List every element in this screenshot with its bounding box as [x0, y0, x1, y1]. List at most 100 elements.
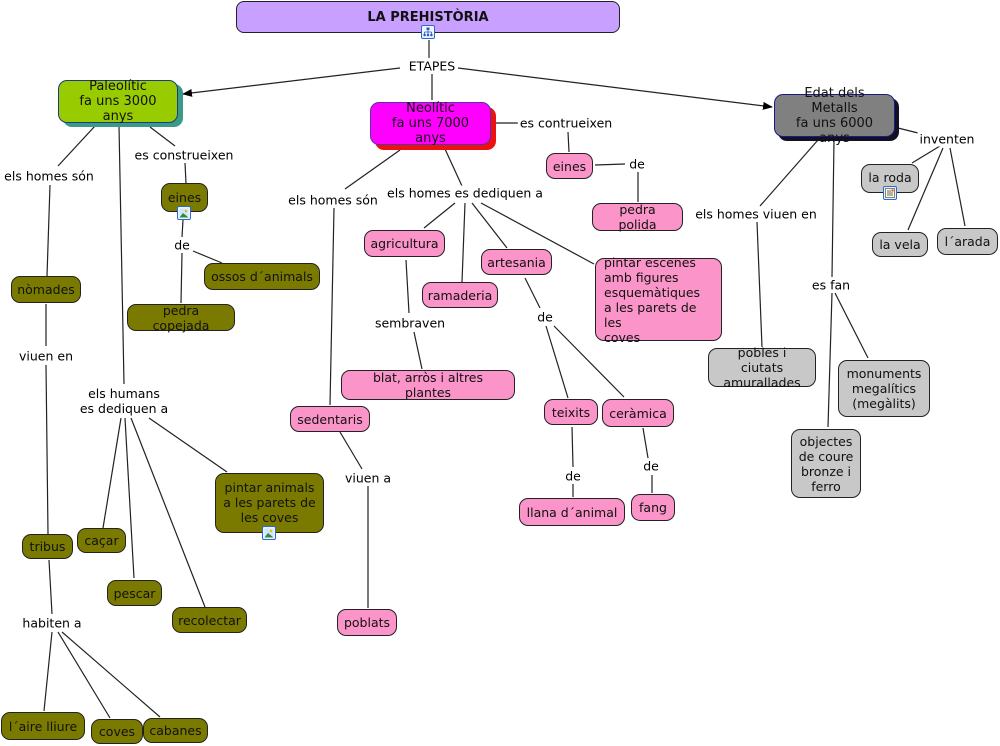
link-line	[444, 148, 463, 187]
link-label-paleo-humans-dediquen: els humans es dediquen a	[77, 386, 171, 416]
link-label-paleo-viuen-en: viuen en	[17, 348, 75, 364]
link-label-paleo-habiten: habiten a	[20, 615, 84, 631]
link-line	[43, 631, 53, 712]
node-p-cacar[interactable]: caçar	[77, 528, 126, 553]
node-p-pescar[interactable]: pescar	[107, 580, 162, 606]
link-label-metal-viuen-en: els homes viuen en	[693, 206, 819, 222]
link-line	[344, 149, 401, 190]
link-line	[48, 559, 53, 615]
link-line	[57, 631, 111, 719]
node-m-pobles[interactable]: pobles i ciutats amurallades	[708, 345, 816, 390]
link-line	[124, 417, 135, 579]
link-line	[461, 202, 466, 283]
image-icon[interactable]	[262, 526, 276, 540]
link-label-neo-viuen-a: viuen a	[342, 470, 394, 486]
node-n-pedra-polida[interactable]: pedra polida	[592, 202, 683, 232]
node-p-pintar-animals[interactable]: pintar animals a les parets de les coves	[215, 473, 324, 533]
link-line	[46, 184, 51, 277]
link-line	[567, 131, 570, 153]
node-p-recolectar[interactable]: recolectar	[172, 607, 247, 633]
link-line	[57, 125, 96, 167]
link-line	[907, 147, 944, 231]
title-text: LA PREHISTÒRIA	[367, 9, 489, 25]
node-n-agricultura[interactable]: agricultura	[364, 230, 445, 257]
link-line	[182, 67, 401, 97]
image-icon[interactable]	[177, 206, 191, 220]
node-n-llana[interactable]: llana d´animal	[519, 498, 625, 526]
link-line	[118, 125, 125, 385]
link-line	[413, 331, 423, 370]
node-m-objectes[interactable]: objectes de coure bronze i ferro	[791, 429, 861, 498]
link-line	[423, 202, 456, 229]
link-line	[545, 325, 569, 399]
link-line	[827, 292, 833, 428]
link-line	[756, 221, 763, 348]
node-p-eines[interactable]: eines	[161, 183, 208, 212]
node-p-cabanes[interactable]: cabanes	[143, 718, 208, 743]
link-line	[180, 252, 183, 304]
node-n-sedentaris[interactable]: sedentaris	[290, 406, 370, 432]
link-line	[911, 145, 941, 164]
node-m-vela[interactable]: la vela	[872, 232, 928, 257]
link-line	[130, 417, 206, 608]
link-label-paleo-construeixen: es construeixen	[132, 147, 236, 163]
node-p-ossos[interactable]: ossos d´animals	[204, 263, 320, 290]
link-label-paleo-homes-son: els homes són	[2, 168, 96, 184]
document-icon[interactable]	[883, 186, 897, 200]
link-label-paleo-de: de	[172, 237, 192, 253]
node-m-monuments[interactable]: monuments megalítics (megàlits)	[838, 360, 930, 417]
link-line	[457, 67, 773, 110]
node-n-artesania[interactable]: artesania	[481, 249, 552, 275]
node-p-tribus[interactable]: tribus	[22, 534, 73, 559]
link-line	[949, 147, 966, 227]
link-line	[571, 426, 574, 468]
node-n-teixits[interactable]: teixits	[544, 399, 598, 425]
link-line	[339, 431, 363, 470]
node-p-coves[interactable]: coves	[91, 719, 143, 744]
link-label-neo-homes-son: els homes són	[286, 192, 380, 208]
link-label-neo-sembraven: sembraven	[372, 315, 448, 331]
link-line	[102, 417, 122, 529]
node-n-ceramica[interactable]: ceràmica	[602, 399, 674, 427]
node-n-fang[interactable]: fang	[631, 494, 675, 521]
node-p-aire-lliure[interactable]: l´aire lliure	[1, 712, 85, 740]
link-label-etapes: ETAPES	[406, 58, 458, 74]
node-n-blat[interactable]: blat, arròs i altres plantes	[341, 370, 515, 400]
link-label-neo-construeixen: es contrueixen	[517, 115, 615, 131]
node-n-poblats[interactable]: poblats	[337, 609, 397, 636]
link-line	[594, 163, 626, 166]
node-n-eines[interactable]: eines	[546, 153, 593, 179]
link-label-neo-de-artesania: de	[535, 309, 555, 325]
link-line	[834, 292, 869, 359]
node-m-arada[interactable]: l´arada	[937, 228, 998, 255]
link-line	[148, 417, 228, 473]
link-label-neo-de-eines: de	[627, 156, 647, 172]
link-line	[184, 162, 187, 184]
link-line	[759, 139, 819, 207]
node-paleolitic[interactable]: Paleolític fa uns 3000 anys	[58, 79, 178, 124]
link-line	[897, 127, 919, 134]
link-label-neo-dediquen: els homes es dediquen a	[385, 185, 545, 201]
link-line	[181, 219, 184, 238]
link-line	[471, 202, 508, 249]
node-p-nomades[interactable]: nòmades	[11, 276, 81, 303]
node-edat-metalls[interactable]: Edat dels Metalls fa uns 6000 anys	[774, 86, 895, 146]
link-line	[192, 250, 223, 264]
link-line	[149, 126, 176, 147]
node-neolitic[interactable]: Neolític fa uns 7000 anys	[370, 101, 491, 146]
link-line	[553, 325, 625, 398]
link-line	[480, 202, 595, 265]
concept-map-icon[interactable]	[421, 25, 435, 39]
node-n-pintar-escenes[interactable]: pintar escenes amb figures esquemàtiques…	[595, 255, 722, 345]
link-line	[405, 259, 410, 314]
node-n-ramaderia[interactable]: ramaderia	[422, 282, 498, 308]
link-label-metal-fan: es fan	[809, 277, 853, 293]
link-line	[45, 364, 49, 535]
link-line	[329, 207, 335, 406]
link-line	[524, 277, 541, 309]
link-line	[642, 427, 649, 459]
node-p-pedra-copejada[interactable]: pedra copejada	[127, 303, 235, 333]
link-line	[831, 139, 835, 278]
link-label-metal-inventen: inventen	[917, 131, 977, 147]
link-line	[61, 631, 161, 718]
